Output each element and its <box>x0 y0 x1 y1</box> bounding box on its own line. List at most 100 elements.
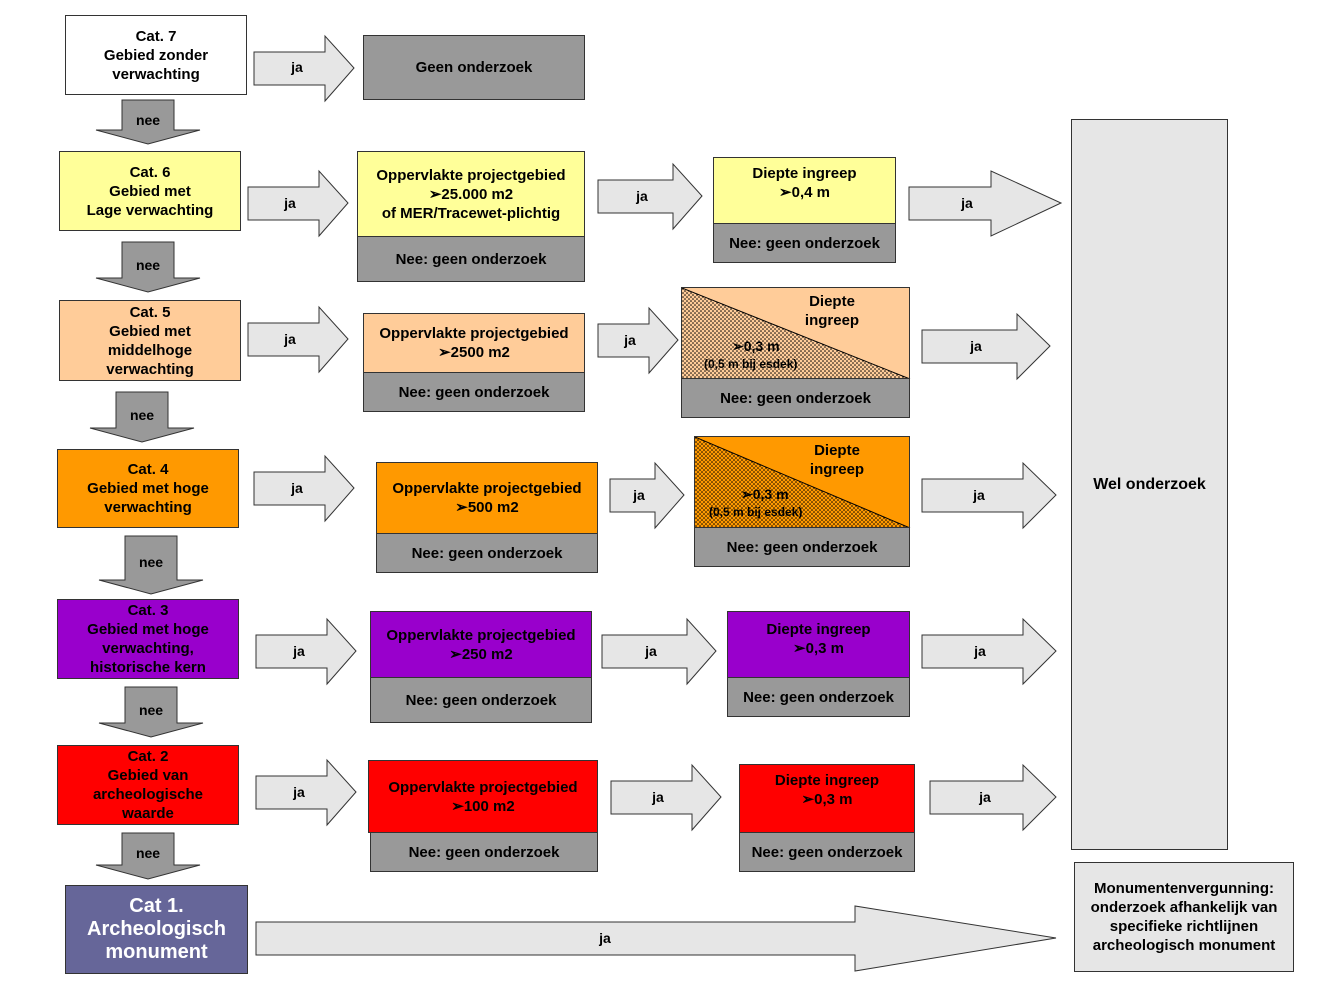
nee-geen-depth-r3: Nee: geen onderzoek <box>727 677 910 717</box>
cat1-line2: Archeologisch <box>87 918 226 940</box>
area-box-r6: Oppervlakte projectgebied ➢25.000 m2 of … <box>357 151 585 237</box>
cat5-line3: middelhoge <box>107 341 193 359</box>
depth-r5-hatch <box>682 288 911 380</box>
area-r6-line1: Oppervlakte projectgebied <box>376 166 566 184</box>
ja-label-cat4: ja <box>291 480 303 496</box>
ja-arrow-cat5 <box>247 305 349 374</box>
nee-label-2: nee <box>135 845 161 861</box>
depth-r2-line2: ➢0,3 m <box>801 791 853 808</box>
cat5-line2: Gebied met <box>109 322 191 340</box>
cat2-line1: Cat. 2 <box>127 748 169 765</box>
nee-geen-area-r3-text: Nee: geen onderzoek <box>405 691 557 709</box>
depth-r4-title: Diepte ingreep <box>799 441 875 479</box>
cat7-box: Cat. 7 Gebied zonder verwachting <box>65 15 247 95</box>
ja-arrow-cat2 <box>255 758 357 827</box>
nee-label-7: nee <box>135 112 161 128</box>
monument-box: Monumentenvergunning: onderzoek afhankel… <box>1074 862 1294 972</box>
cat5-box: Cat. 5 Gebied met middelhoge verwachting <box>59 300 241 381</box>
nee-arrow-3 <box>98 686 204 738</box>
area-r5-line2: ➢2500 m2 <box>438 344 510 361</box>
ja-arrow-cat3 <box>255 617 357 686</box>
depth-box-r3: Diepte ingreep ➢0,3 m <box>727 611 910 678</box>
ja-arrow-depth-r2 <box>929 763 1057 832</box>
cat6-line2: Gebied met <box>109 182 191 200</box>
nee-arrow-7 <box>95 99 201 145</box>
ja-label-depth-r5: ja <box>970 338 982 354</box>
cat1-line3: monument <box>105 941 208 963</box>
ja-label-cat1: ja <box>599 930 611 946</box>
depth-r5-title: Diepte ingreep <box>794 292 870 330</box>
depth-r5-title2: ingreep <box>804 312 860 329</box>
depth-r5-value: ➢0,3 m <box>732 338 780 354</box>
depth-r6-line1: Diepte ingreep <box>752 165 857 182</box>
geen-onderzoek-box: Geen onderzoek <box>363 35 585 100</box>
monument-line3: specifieke richtlijnen <box>1109 918 1259 935</box>
nee-arrow-4 <box>98 535 204 595</box>
area-box-r3: Oppervlakte projectgebied ➢250 m2 <box>370 611 592 678</box>
ja-arrow-depth-r6 <box>908 170 1063 237</box>
ja-label-area-r3: ja <box>645 643 657 659</box>
cat1-line1: Cat 1. <box>129 895 184 917</box>
cat6-line1: Cat. 6 <box>129 163 171 181</box>
depth-r4-value: ➢0,3 m <box>741 486 789 502</box>
depth-r5-note: (0,5 m bij esdek) <box>704 357 798 371</box>
ja-arrow-area-r3 <box>601 617 717 686</box>
depth-r4-hatch <box>695 437 911 529</box>
cat3-line4: historische kern <box>90 659 206 676</box>
nee-geen-area-r6: Nee: geen onderzoek <box>357 236 585 282</box>
ja-arrow-area-r6 <box>597 162 703 231</box>
cat1-box: Cat 1. Archeologisch monument <box>65 885 248 974</box>
ja-label-cat2: ja <box>293 784 305 800</box>
cat2-line4: waarde <box>122 805 174 822</box>
cat3-line2: Gebied met hoge <box>87 621 209 638</box>
ja-label-depth-r2: ja <box>979 789 991 805</box>
nee-geen-area-r2: Nee: geen onderzoek <box>370 832 598 872</box>
ja-label-area-r5: ja <box>624 332 636 348</box>
ja-label-cat6: ja <box>284 195 296 211</box>
cat3-box: Cat. 3 Gebied met hoge verwachting, hist… <box>57 599 239 679</box>
cat3-line1: Cat. 3 <box>127 602 169 619</box>
nee-geen-area-r4-text: Nee: geen onderzoek <box>411 544 563 562</box>
ja-arrow-cat7 <box>253 34 355 103</box>
monument-line2: onderzoek afhankelijk van <box>1090 899 1278 916</box>
cat4-box: Cat. 4 Gebied met hoge verwachting <box>57 449 239 528</box>
area-box-r2: Oppervlakte projectgebied ➢100 m2 <box>368 760 598 833</box>
nee-geen-depth-r6-text: Nee: geen onderzoek <box>729 234 880 252</box>
cat7-line3: verwachting <box>112 65 200 83</box>
ja-label-cat5: ja <box>284 331 296 347</box>
nee-arrow-5 <box>89 391 195 443</box>
depth-r4-title1: Diepte <box>814 442 860 459</box>
depth-r5-title1: Diepte <box>809 293 855 310</box>
nee-geen-area-r5-text: Nee: geen onderzoek <box>398 383 550 401</box>
ja-label-depth-r3: ja <box>974 643 986 659</box>
area-r6-line2: ➢25.000 m2 <box>428 185 514 203</box>
ja-label-cat3: ja <box>293 643 305 659</box>
ja-label-area-r2: ja <box>652 789 664 805</box>
nee-geen-depth-r4: Nee: geen onderzoek <box>694 527 910 567</box>
nee-geen-area-r3: Nee: geen onderzoek <box>370 677 592 723</box>
nee-geen-depth-r6: Nee: geen onderzoek <box>713 223 896 263</box>
cat7-line1: Cat. 7 <box>135 27 177 45</box>
wel-onderzoek-text: Wel onderzoek <box>1093 476 1206 493</box>
area-box-r5: Oppervlakte projectgebied ➢2500 m2 <box>363 313 585 373</box>
nee-arrow-2 <box>95 832 201 880</box>
ja-arrow-depth-r5 <box>921 312 1051 381</box>
nee-geen-depth-r2-text: Nee: geen onderzoek <box>751 843 903 861</box>
nee-geen-depth-r5: Nee: geen onderzoek <box>681 378 910 418</box>
area-r3-line2: ➢250 m2 <box>449 645 513 663</box>
depth-r3-line2: ➢0,3 m <box>793 640 844 657</box>
depth-r2-line1: Diepte ingreep <box>774 772 880 789</box>
ja-arrow-depth-r4 <box>921 461 1057 530</box>
ja-arrow-cat1 <box>255 905 1057 972</box>
cat6-line3: Lage verwachting <box>86 201 214 219</box>
cat4-line2: Gebied met hoge <box>87 480 209 497</box>
nee-geen-depth-r4-text: Nee: geen onderzoek <box>726 538 878 556</box>
nee-label-3: nee <box>138 702 164 718</box>
depth-box-r5: Diepte ingreep ➢0,3 m (0,5 m bij esdek) <box>681 287 911 380</box>
cat2-line2: Gebied van <box>107 767 189 784</box>
monument-line1: Monumentenvergunning: <box>1094 880 1274 897</box>
nee-geen-area-r5: Nee: geen onderzoek <box>363 372 585 412</box>
cat5-line1: Cat. 5 <box>129 303 171 321</box>
nee-geen-area-r2-text: Nee: geen onderzoek <box>408 843 560 861</box>
ja-label-depth-r4: ja <box>973 487 985 503</box>
